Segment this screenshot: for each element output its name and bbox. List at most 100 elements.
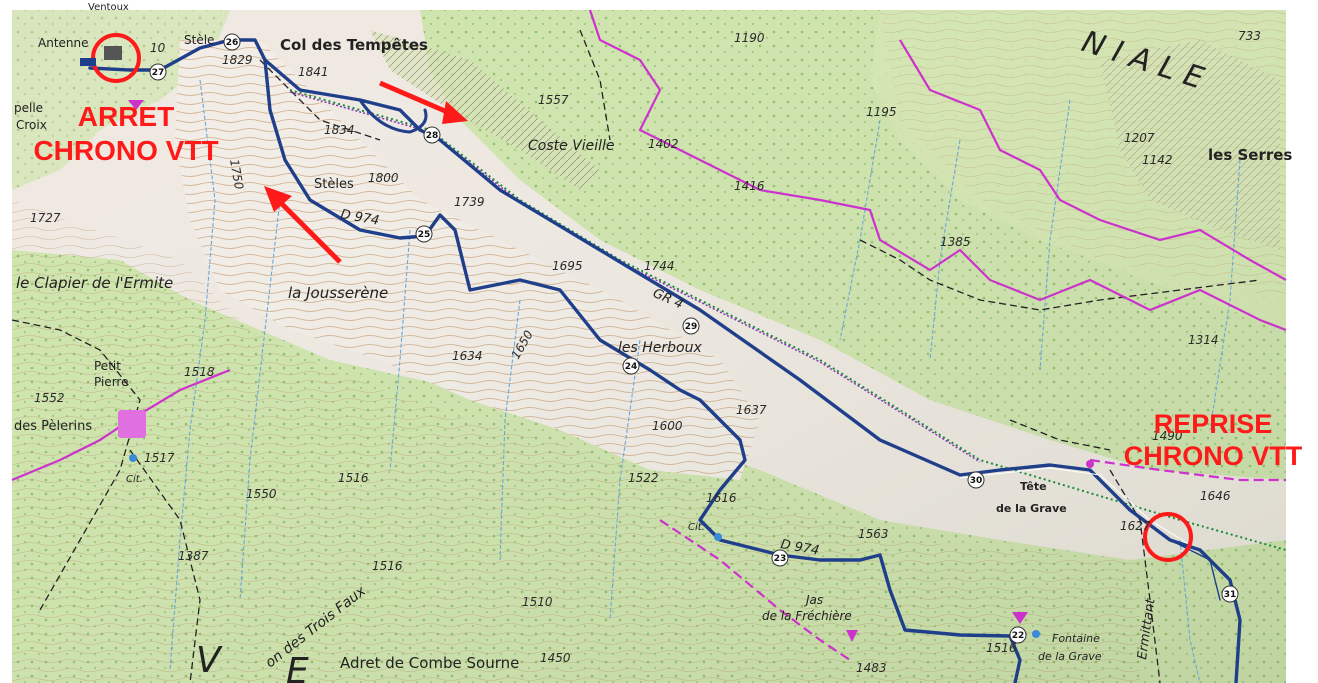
- altitude: 1207: [1124, 131, 1155, 145]
- label-petit: Petit: [94, 359, 121, 373]
- label-pierre: Pierre: [94, 375, 128, 389]
- annotation-arrows: [264, 80, 468, 264]
- gr-trail: [289, 89, 1287, 551]
- altitude: 1517: [144, 451, 175, 465]
- altitude: 1195: [866, 105, 897, 119]
- altitude: 1314: [1188, 333, 1219, 347]
- altitude: 1190: [734, 31, 765, 45]
- altitude: 1385: [940, 235, 971, 249]
- label-stele: Stèle: [184, 33, 214, 47]
- route-marker: 25: [415, 225, 433, 243]
- altitude: 1695: [552, 259, 583, 273]
- route-marker: 23: [771, 549, 789, 567]
- fountain-poi-icon: [1012, 612, 1028, 624]
- route-marker: 29: [682, 317, 700, 335]
- cistern-icon: [129, 454, 137, 462]
- altitude: 1516: [372, 559, 403, 573]
- arrow-up-left: [264, 186, 342, 264]
- label-fontaine: Fontaine: [1052, 632, 1100, 645]
- altitude: 1490: [1152, 429, 1183, 443]
- altitude: 1483: [856, 661, 887, 675]
- summit-building: [104, 46, 122, 60]
- label-cit-2: Cit.: [688, 522, 705, 533]
- label-les-herboux: les Herboux: [618, 340, 702, 356]
- altitude: 733: [1238, 29, 1261, 43]
- svg-text:29: 29: [685, 322, 698, 332]
- streams: [169, 79, 1241, 683]
- altitude: 1510: [522, 595, 553, 609]
- label-de-la-grave: de la Grave: [996, 502, 1067, 515]
- label-jousserene: la Jousserène: [288, 284, 388, 302]
- route-markers: 27 26 28 25 24 29 23 30 22 31: [149, 33, 1239, 644]
- route-marker: 31: [1221, 585, 1239, 603]
- route-marker: 22: [1009, 626, 1027, 644]
- altitude: 10: [150, 41, 166, 55]
- svg-text:23: 23: [774, 554, 787, 564]
- altitude: 1637: [736, 403, 767, 417]
- altitude: 1516: [986, 641, 1017, 655]
- svg-text:27: 27: [152, 68, 165, 78]
- label-steles: Stèles: [314, 177, 354, 192]
- altitude: 1744: [644, 259, 675, 273]
- svg-text:28: 28: [426, 131, 439, 141]
- chapel-icon: [118, 410, 146, 438]
- label-cit: Cit.: [126, 474, 143, 485]
- boundary-dashed: [659, 458, 1286, 661]
- trails: [11, 29, 1261, 683]
- label-adret: Adret de Combe Sourne: [340, 654, 519, 672]
- contour-label: 1750: [227, 158, 246, 191]
- label-des-pelerins: des Pèlerins: [14, 419, 92, 434]
- label-antenne: Antenne: [38, 36, 89, 50]
- altitude: 1739: [454, 195, 485, 209]
- label-croix: Croix: [16, 118, 47, 132]
- altitude: 1563: [858, 527, 889, 541]
- altitude: 1552: [34, 391, 65, 405]
- label-chapelle: pelle: [14, 101, 43, 115]
- altitude: 1142: [1142, 153, 1173, 167]
- label-col-des-tempetes: Col des Tempêtes: [280, 36, 428, 54]
- altitude: 1402: [648, 137, 679, 151]
- label-d974-a: D 974: [339, 207, 380, 229]
- label-clapier-ermite: le Clapier de l'Ermite: [16, 274, 173, 292]
- route-marker: 27: [149, 63, 167, 81]
- altitude: 1841: [298, 65, 329, 79]
- label-jas: Jas: [804, 593, 823, 607]
- altitude-labels: 1829 1841 1834 1739 1727 1695 1744 1634 …: [30, 29, 1261, 675]
- altitude: 1627: [1120, 519, 1151, 533]
- altitude: 1834: [324, 123, 355, 137]
- reprise-circle: [1143, 512, 1193, 562]
- summit-poi-icon: [128, 100, 144, 110]
- altitude: 1518: [184, 365, 215, 379]
- svg-text:24: 24: [625, 362, 638, 372]
- altitude: 1646: [1200, 489, 1231, 503]
- route-marker: 30: [967, 471, 985, 489]
- altitude: 1557: [538, 93, 569, 107]
- svg-text:30: 30: [970, 476, 983, 486]
- svg-text:26: 26: [226, 38, 239, 48]
- cistern-icon-2: [714, 533, 722, 541]
- label-ventoux: Ventoux: [88, 2, 129, 13]
- contour-label: 1600: [652, 419, 683, 433]
- label-coste-vieille: Coste Vieille: [528, 138, 615, 154]
- contour-label: 1450: [540, 651, 571, 665]
- contour-label: 1800: [368, 171, 399, 185]
- label-d974-b: D 974: [779, 537, 820, 559]
- altitude: 1634: [452, 349, 483, 363]
- label-de-la-frechiere: de la Fréchière: [762, 609, 852, 623]
- boundary-lines: [11, 9, 1287, 482]
- jas-poi-icon: [846, 630, 858, 642]
- altitude: 1829: [222, 53, 253, 67]
- altitude: 1522: [628, 471, 659, 485]
- fountain-icon: [1032, 630, 1040, 638]
- arret-chrono-label: ARRET CHRONO VTT: [33, 101, 219, 166]
- label-big-v: V: [196, 640, 223, 681]
- arrow-down-right: [379, 80, 468, 124]
- route-marker: 26: [223, 33, 241, 51]
- altitude: 1616: [706, 491, 737, 505]
- hill-shading: [12, 10, 1286, 683]
- label-les-serres: les Serres: [1208, 146, 1292, 164]
- poi-dot: [1086, 460, 1094, 468]
- svg-text:25: 25: [418, 230, 431, 240]
- road-casing: [959, 467, 1191, 546]
